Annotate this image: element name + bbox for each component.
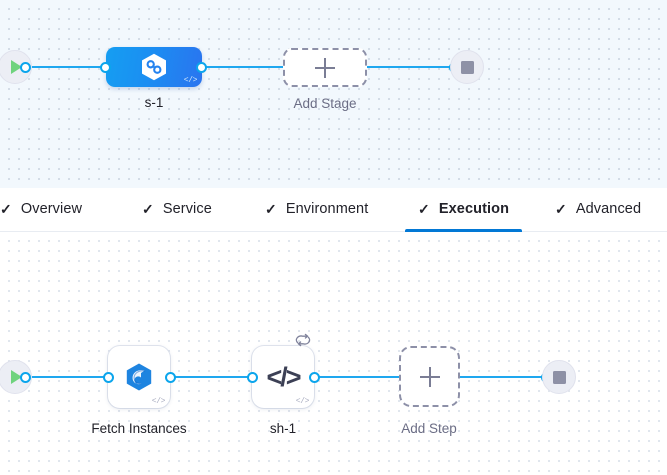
check-icon: ✓	[265, 201, 277, 217]
tab-advanced-label: Advanced	[575, 201, 642, 217]
step-connector-dot-fetch-out[interactable]	[165, 372, 176, 383]
check-icon: ✓	[555, 201, 567, 217]
harness-hexagon-icon	[142, 53, 166, 81]
step-node-fetch-instances[interactable]: </>	[108, 346, 170, 408]
step-label-fetch-instances: Fetch Instances	[91, 421, 187, 436]
execution-end-node[interactable]	[542, 360, 576, 394]
stage-link-start-to-stage	[28, 66, 120, 69]
add-step-label: Add Step	[401, 421, 457, 436]
step-link-fetch-to-sh1	[175, 376, 257, 379]
play-icon	[11, 60, 22, 74]
play-icon	[11, 370, 22, 384]
step-connector-dot-sh1-out[interactable]	[309, 372, 320, 383]
stage-connector-dot-start[interactable]	[20, 62, 31, 73]
shell-script-icon: </>	[266, 361, 301, 392]
tab-service-label: Service	[162, 201, 212, 217]
add-stage-button[interactable]	[283, 48, 367, 87]
step-label-sh-1: sh-1	[269, 421, 297, 436]
tab-execution-label: Execution	[438, 201, 510, 217]
fetch-instances-icon	[126, 363, 152, 391]
add-step-button[interactable]	[399, 346, 460, 407]
step-link-start-to-fetch	[28, 376, 113, 379]
stage-node-s-1[interactable]: </>	[106, 47, 202, 87]
add-stage-label: Add Stage	[293, 96, 357, 111]
tab-environment-label: Environment	[285, 201, 369, 217]
step-connector-dot-start[interactable]	[20, 372, 31, 383]
sh-1-code-badge-icon: </>	[295, 397, 310, 406]
stage-connector-dot-out[interactable]	[196, 62, 207, 73]
looping-strategy-icon	[295, 333, 311, 347]
step-link-sh1-to-add	[319, 376, 401, 379]
execution-graph-canvas[interactable]: </> Fetch Instances </> </> sh-1 Add	[0, 232, 667, 475]
check-icon: ✓	[418, 201, 430, 217]
stage-link-add-to-end	[366, 66, 456, 69]
tab-overview[interactable]: ✓ Overview	[0, 188, 82, 232]
stage-graph-canvas[interactable]: </> s-1 Add Stage	[0, 0, 667, 188]
tab-service[interactable]: ✓ Service	[142, 188, 212, 232]
tab-advanced[interactable]: ✓ Advanced	[555, 188, 641, 232]
tab-environment[interactable]: ✓ Environment	[265, 188, 368, 232]
plus-icon	[315, 57, 335, 78]
step-connector-dot-sh1-in[interactable]	[247, 372, 258, 383]
check-icon: ✓	[0, 201, 12, 217]
check-icon: ✓	[142, 201, 154, 217]
stop-icon	[460, 60, 474, 74]
stop-icon	[552, 370, 566, 384]
fetch-instances-code-badge-icon: </>	[151, 397, 166, 406]
stage-node-label: s-1	[144, 95, 164, 110]
tab-execution[interactable]: ✓ Execution	[405, 188, 523, 232]
plus-icon	[419, 366, 440, 387]
stage-link-stage-to-add	[196, 66, 286, 69]
stage-config-tab-bar[interactable]: ✓ Overview ✓ Service ✓ Environment ✓ Exe…	[0, 188, 667, 232]
stage-code-badge-icon: </>	[183, 76, 198, 85]
step-node-sh-1[interactable]: </> </>	[252, 333, 314, 408]
pipeline-end-node[interactable]	[450, 50, 484, 84]
stage-connector-dot-in[interactable]	[100, 62, 111, 73]
tab-overview-label: Overview	[20, 201, 83, 217]
step-link-add-to-end	[459, 376, 547, 379]
tab-execution-active-underline	[405, 229, 523, 232]
pipeline-start-node[interactable]	[0, 50, 32, 84]
step-connector-dot-fetch-in[interactable]	[103, 372, 114, 383]
